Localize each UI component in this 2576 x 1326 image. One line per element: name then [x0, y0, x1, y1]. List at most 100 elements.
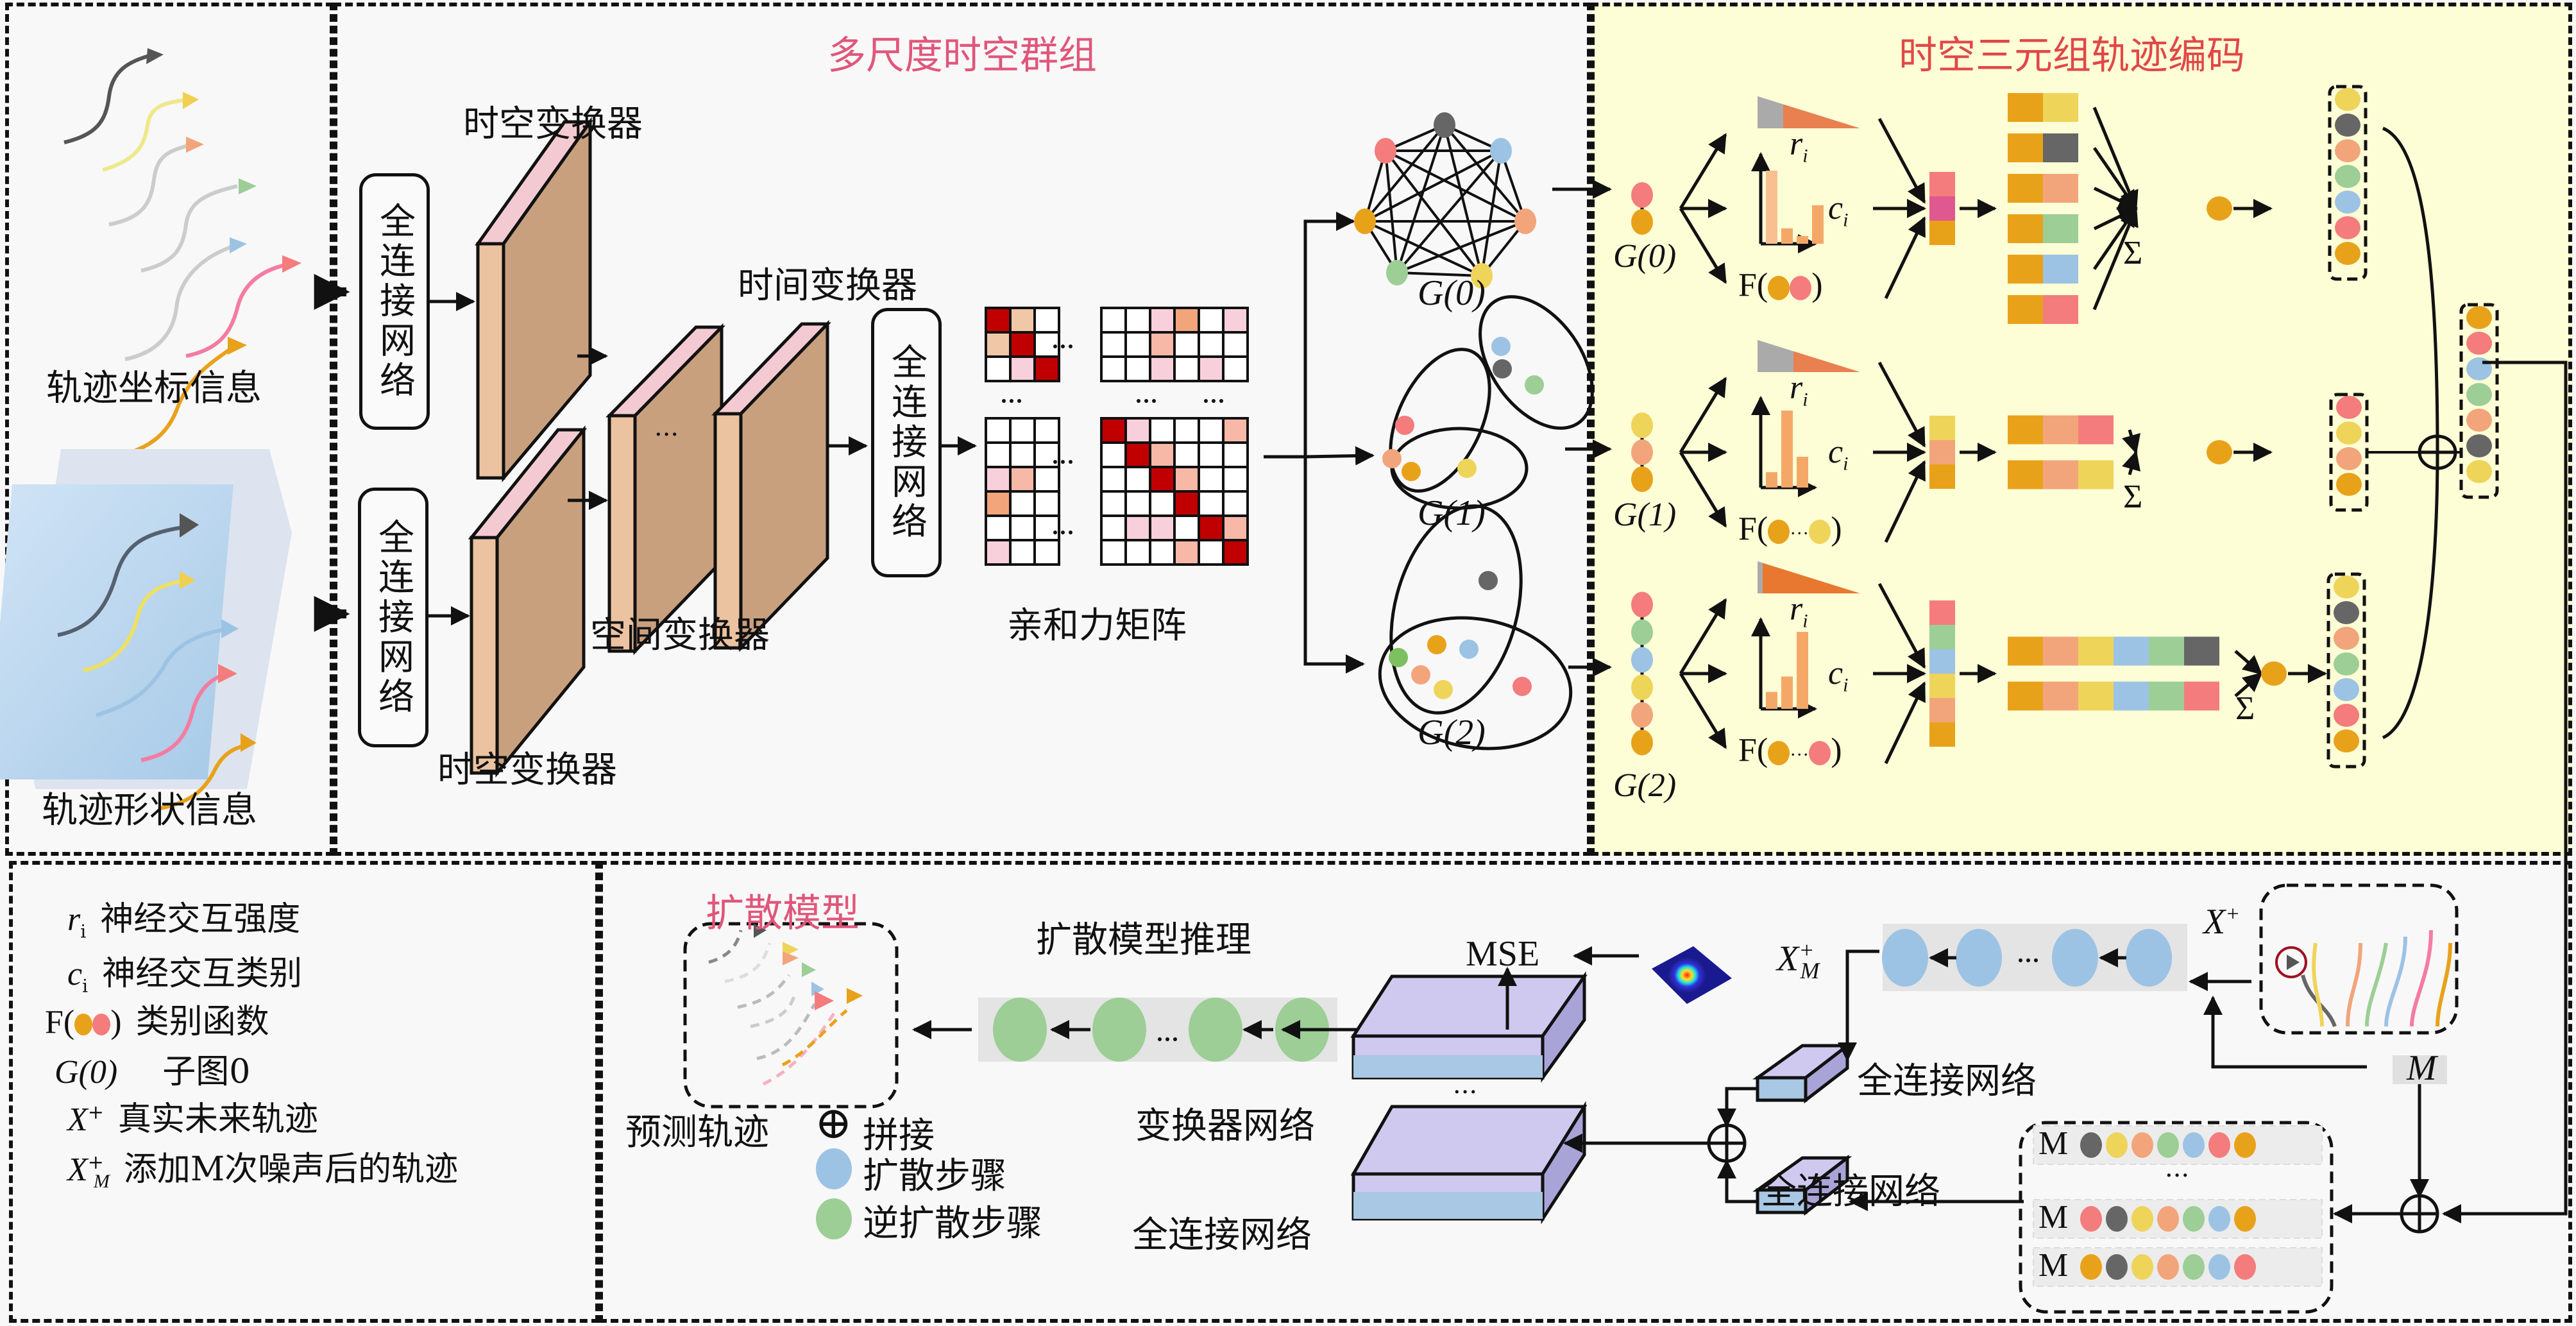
- g1-feature-node: [2336, 421, 2362, 445]
- pair-cell: [2078, 636, 2114, 666]
- matrix-cell: [1173, 417, 1200, 444]
- graph-node: [1434, 112, 1455, 138]
- matrix-cell: [1124, 355, 1151, 382]
- legend-item: F()类别函数: [45, 994, 269, 1042]
- st-transformer-top-label: 时空变换器: [463, 103, 643, 145]
- fused-feature-node: [2466, 306, 2492, 329]
- sum-arrow: [2234, 672, 2263, 697]
- merge-arrow: [1877, 361, 1926, 448]
- matrix-cell: [985, 307, 1012, 334]
- triplet-vector-cell: [1929, 464, 1955, 489]
- fused-feature-node: [2466, 357, 2492, 380]
- graph-g0-label: G(0): [1418, 273, 1486, 313]
- x-plus-label: X+: [2203, 901, 2240, 942]
- pair-cell: [2043, 255, 2078, 284]
- graph-edge: [1396, 124, 1446, 273]
- xm-plus-label: X+M: [1777, 937, 1820, 984]
- ri-label: ri: [1790, 125, 1808, 167]
- temporal-transformer-label: 时间变换器: [738, 265, 917, 307]
- matrix-cell: [1222, 514, 1249, 541]
- ellipsis-dot: [1069, 344, 1072, 348]
- ellipsis-dot: [1061, 344, 1065, 348]
- ri-label: ri: [1790, 590, 1808, 632]
- graph-g1-label: G(1): [1418, 493, 1486, 533]
- m-row-node: [2234, 1132, 2256, 1158]
- chain-node: [1631, 209, 1653, 235]
- matrix-cell: [1149, 441, 1176, 468]
- triplet-vector-cell: [1929, 416, 1955, 440]
- matrix-cell: [1173, 355, 1200, 382]
- graph-g2-label: G(2): [1418, 713, 1486, 752]
- mse-label: MSE: [1466, 934, 1540, 974]
- matrix-cell: [1149, 417, 1176, 444]
- legend-symbol: F(): [45, 1004, 122, 1041]
- g2-feature-node: [2334, 601, 2359, 624]
- sum-arrow: [2092, 207, 2139, 310]
- affinity-matrix: [985, 307, 1249, 566]
- category-bar: [1812, 205, 1824, 244]
- ellipsis-dot: [2026, 958, 2030, 962]
- branch-arrow: [1679, 377, 1727, 454]
- matrix-cell: [985, 417, 1012, 444]
- fused-feature-node: [2466, 434, 2492, 457]
- matrix-cell: [1100, 307, 1127, 334]
- diffusion-step-label: 扩散步骤: [863, 1155, 1006, 1197]
- fc-network-mid: 全连接网络: [871, 308, 942, 577]
- reverse-step-node: [1189, 998, 1242, 1062]
- fused-feature-node: [2466, 460, 2492, 483]
- matrix-cell: [1222, 355, 1249, 382]
- fused-feature-node: [2466, 409, 2492, 432]
- m-label: M: [2407, 1048, 2437, 1088]
- grouping-panel: [334, 3, 1591, 856]
- m-row-node: [2183, 1132, 2205, 1158]
- matrix-cell: [985, 514, 1012, 541]
- interaction-strength-wedge: [1758, 340, 1793, 372]
- matrix-cell: [1222, 539, 1249, 566]
- matrix-cell: [1173, 514, 1200, 541]
- fc-network-lower-label: 全连接网络: [1761, 1171, 1940, 1212]
- g2-feature-node: [2334, 678, 2359, 701]
- pair-cell: [2043, 214, 2078, 243]
- affinity-matrix-label: 亲和力矩阵: [1007, 605, 1187, 647]
- pair-cell: [2114, 636, 2149, 666]
- ci-symbol: c: [1828, 434, 1843, 470]
- matrix-cell: [1173, 441, 1200, 468]
- chain-node: [1631, 674, 1653, 701]
- graph-edge: [1385, 149, 1526, 223]
- interaction-strength-wedge: [1793, 351, 1860, 372]
- pair-cell: [2149, 681, 2184, 711]
- m-row-node: [2234, 1206, 2256, 1232]
- pair-cell: [2078, 460, 2114, 489]
- g1-feature-node: [2336, 396, 2362, 419]
- ellipsis-dot: [1165, 1037, 1169, 1041]
- matrix-cell: [1222, 466, 1249, 493]
- category-bar: [1766, 171, 1777, 244]
- block-ellipsis: ···: [654, 420, 679, 450]
- graph-edge: [1443, 124, 1527, 223]
- chain-node: [1631, 439, 1653, 465]
- matrix-cell: [1033, 490, 1060, 517]
- graph-node: [1375, 138, 1396, 164]
- diffusion-step-node: [2052, 929, 2098, 987]
- fused-feature-node: [2466, 332, 2492, 355]
- matrix-cell: [1033, 355, 1060, 382]
- legend-symbol: ci: [67, 956, 89, 997]
- m-row-node: [2106, 1206, 2128, 1232]
- ellipsis-dot: [1137, 399, 1140, 403]
- category-bar: [1797, 236, 1808, 244]
- encoding-graphics: [1631, 85, 2499, 769]
- ellipsis-dot: [1061, 460, 1065, 464]
- ellipsis-dot: [1158, 1037, 1162, 1041]
- interaction-strength-wedge: [1763, 563, 1860, 593]
- m-row-label: M: [2038, 1125, 2069, 1162]
- pair-cell: [2078, 681, 2114, 711]
- ri-symbol: r: [1790, 370, 1803, 406]
- pair-cell: [2008, 415, 2043, 445]
- triplet-vector-cell: [1929, 440, 1955, 464]
- matrix-cell: [1033, 466, 1060, 493]
- chain-node: [1631, 619, 1653, 645]
- ri-sub: i: [1802, 610, 1808, 632]
- xm-symbol: X: [1777, 939, 1799, 979]
